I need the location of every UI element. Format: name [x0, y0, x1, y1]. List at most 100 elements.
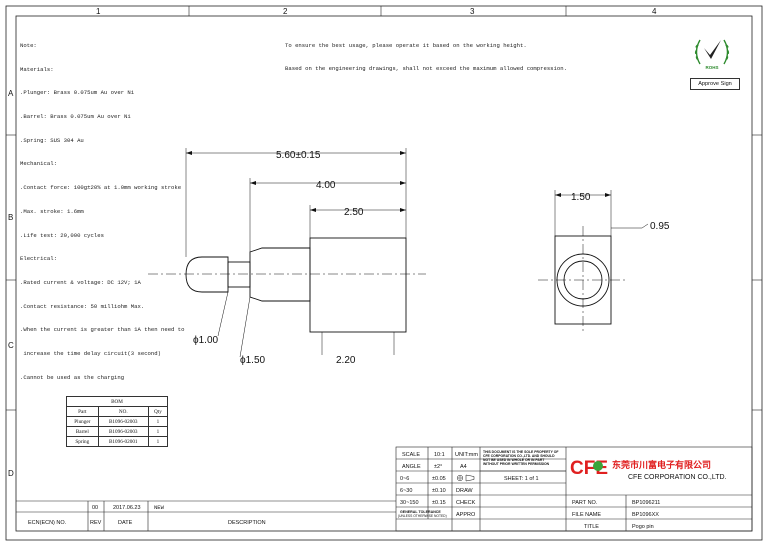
bom-cell: Spring — [66, 436, 99, 447]
bom-cell: B1096-02003 — [97, 416, 149, 427]
usage-note-line-2: Based on the engineering drawings, shall… — [285, 64, 567, 72]
revision-block-lines — [16, 500, 396, 531]
general-tol: GENERAL TOLERANCE — [400, 510, 441, 514]
note-line: .Spring: SUS 304 Au — [20, 136, 84, 144]
notes-block: Note: Materials: .Plunger: Brass 0.075um… — [20, 26, 280, 390]
bom-title: BOM — [66, 396, 168, 407]
rev-desc: NEW — [154, 504, 165, 511]
usage-note-line-1: To ensure the best usage, please operate… — [285, 42, 527, 50]
property-note-4: WITHOUT PRIOR WRITTEN PERMISSION — [483, 462, 550, 466]
note-line: .Contact resistance: 50 milliohm Max. — [20, 302, 145, 310]
file-name-label: FILE NAME — [572, 512, 601, 518]
approve-label: APPRO — [456, 512, 476, 518]
dimension-arrows — [186, 151, 611, 212]
rev-col-desc: DESCRIPTION — [228, 520, 266, 526]
title-value: Pogo pin — [632, 524, 654, 530]
rev-col-ecn: ECN(ECN) NO. — [28, 520, 67, 526]
bom-title-row: BOM — [66, 396, 168, 407]
rev-col-rev: REV — [90, 520, 102, 526]
dimension-lines — [185, 148, 649, 358]
bom-cell: 1 — [147, 436, 169, 447]
inner-frame — [15, 15, 753, 532]
table-row: Barrel B1096-02003 1 — [66, 426, 169, 437]
bom-cell: 1 — [147, 416, 169, 427]
bom-header-no: NO. — [97, 406, 149, 417]
rohs-text: ROHS — [705, 65, 718, 70]
draw-label: DRAW — [456, 488, 473, 494]
table-row: Plunger B1096-02003 1 — [66, 416, 169, 427]
bom-header-row: Part NO. Qty — [66, 406, 169, 417]
dim-end-inner: 0.95 — [650, 221, 670, 232]
note-line: Note: — [20, 41, 37, 49]
note-line: .Life test: 20,000 cycles — [20, 231, 104, 239]
title-block-lines — [395, 446, 753, 532]
sheet-count: SHEET: 1 of 1 — [504, 476, 539, 482]
check-label: CHECK — [456, 500, 476, 506]
rev-col-date: DATE — [118, 520, 133, 526]
row-label-b: B — [8, 213, 13, 222]
note-line: .Rated current & voltage: DC 12V; 1A — [20, 279, 141, 286]
scale-label: SCALE — [402, 452, 420, 458]
col-label-3: 3 — [470, 7, 475, 16]
col-label-4: 4 — [652, 7, 657, 16]
projection-symbol-icon — [456, 474, 475, 482]
dim-barrel-to-tip: 4.00 — [316, 180, 336, 191]
row-label-d: D — [8, 469, 14, 478]
dim-plunger-dia: ϕ1.50 — [240, 355, 266, 366]
dim-tip-dia: ϕ1.00 — [193, 335, 219, 346]
general-tol-sub: (UNLESS OTHERWISE NOTED) — [398, 514, 447, 518]
note-line: .Contact force: 100g±20% at 1.0mm workin… — [20, 184, 182, 192]
usage-note: To ensure the best usage, please operate… — [285, 27, 567, 80]
paper-size: A4 — [460, 464, 467, 470]
outer-frame — [5, 5, 763, 541]
dim-barrel: 2.50 — [344, 207, 364, 218]
bom-cell: B1096-02003 — [97, 426, 149, 437]
title-label: TITLE — [584, 524, 599, 530]
bom-table: BOM Part NO. Qty Plunger B1096-02003 1 B… — [66, 396, 169, 447]
tol-value-3: ±0.15 — [432, 500, 446, 506]
dim-end-width: 1.50 — [571, 192, 591, 203]
note-line: Mechanical: — [20, 160, 57, 168]
note-line: .When the current is greater than 1A the… — [20, 326, 185, 334]
row-label-a: A — [8, 89, 14, 98]
tol-value-2: ±0.10 — [432, 488, 446, 494]
rev-value: 00 — [92, 505, 98, 511]
part-no-value: BP1096211 — [632, 500, 660, 506]
part-no-label: PART NO. — [572, 500, 598, 506]
company-name-en: CFE CORPORATION CO.,LTD. — [628, 474, 727, 481]
bom-cell: Plunger — [66, 416, 99, 427]
file-name-value: BP1096XX — [632, 512, 659, 518]
note-line: .Barrel: Brass 0.075um Au over Ni — [20, 112, 131, 120]
bom-cell: Barrel — [66, 426, 99, 437]
angle-label: ANGLE — [402, 464, 421, 470]
approve-sign-box: Approve Sign — [690, 78, 740, 90]
note-line: .Cannot be used as the charging — [20, 373, 125, 381]
bom-cell: 1 — [147, 426, 169, 437]
col-label-1: 1 — [96, 7, 101, 16]
cfe-logo-icon — [593, 461, 603, 471]
property-note-1: THIS DOCUMENT IS THE SOLE PROPERTY OF — [483, 450, 558, 454]
grid-ticks — [6, 6, 762, 411]
table-row: Spring B1096-02001 1 — [66, 436, 169, 447]
bom-header-qty: Qty — [147, 406, 169, 417]
property-note-2: CFE CORPORATION CO.,LTD. AND SHOULD — [483, 454, 555, 458]
property-note-3: NOT BE USED IN WHOLE OR IN PART — [483, 458, 545, 462]
scale-value: 10:1 — [434, 452, 445, 458]
tol-range-3: 30~150 — [400, 500, 419, 506]
note-line: increase the time delay circuit(3 second… — [20, 350, 161, 358]
rohs-badge-icon: ROHS — [694, 39, 730, 70]
note-line: .Max. stroke: 1.6mm — [20, 207, 84, 215]
dim-overall: 5.60±0.15 — [276, 150, 321, 161]
unit-label: UNIT:mm — [455, 452, 478, 458]
note-line: Materials: — [20, 65, 54, 73]
rev-date: 2017.06.23 — [113, 505, 141, 511]
dim-barrel-dia: 2.20 — [336, 355, 356, 366]
tol-range-1: 0~6 — [400, 476, 409, 482]
col-label-2: 2 — [283, 7, 288, 16]
rohs-logo: ROHS — [690, 30, 734, 74]
company-name-cn: 东莞市川富电子有限公司 — [612, 459, 711, 470]
note-line: .Plunger: Brass 0.075um Au over Ni — [20, 89, 135, 97]
row-label-c: C — [8, 341, 14, 350]
